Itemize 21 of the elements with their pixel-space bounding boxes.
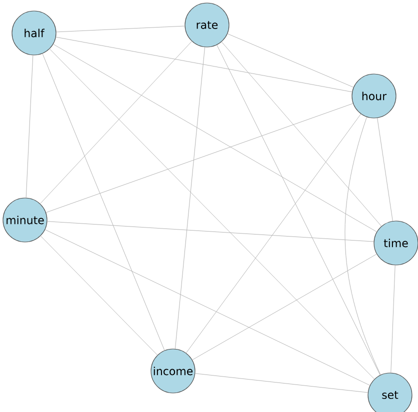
edge-line: [49, 48, 375, 380]
edge-line: [221, 42, 382, 226]
edge-line: [227, 33, 354, 88]
edge-line: [53, 44, 377, 232]
edge-line: [377, 118, 393, 222]
edge-line: [46, 103, 354, 213]
edge-line: [47, 221, 374, 242]
edge-line: [174, 46, 206, 350]
edge-line: [344, 116, 381, 376]
edge-line: [40, 236, 158, 356]
edge-line: [40, 41, 192, 204]
edge-line: [186, 114, 362, 354]
edge-line: [56, 36, 352, 92]
edge-line: [26, 55, 34, 198]
edge-line: [42, 53, 165, 351]
edge-line: [390, 265, 396, 373]
edge-line: [44, 229, 370, 386]
edge-line: [56, 26, 185, 32]
edge-line: [192, 254, 377, 360]
edge-line: [216, 44, 380, 376]
edge-line: [194, 373, 368, 393]
